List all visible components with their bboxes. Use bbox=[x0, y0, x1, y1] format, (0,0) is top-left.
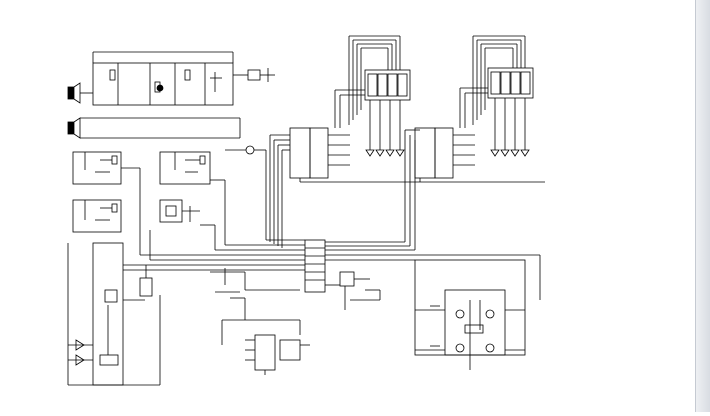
seven-seg-left bbox=[334, 35, 420, 157]
power-supply bbox=[67, 242, 161, 386]
microcontroller bbox=[304, 239, 326, 293]
switch-block-1 bbox=[72, 151, 140, 185]
speaker-1 bbox=[67, 82, 93, 104]
bridge-driver bbox=[325, 254, 541, 370]
decoder-left bbox=[289, 127, 420, 183]
seven-seg-right bbox=[459, 35, 534, 157]
speaker-2 bbox=[67, 117, 241, 139]
crystal-block bbox=[159, 199, 200, 223]
viewer-side-bar bbox=[695, 0, 710, 412]
switch-block-3 bbox=[72, 199, 122, 233]
switch-block-2 bbox=[159, 151, 211, 185]
sensor-interface bbox=[210, 268, 381, 375]
decoder-right bbox=[414, 127, 545, 183]
bus-left bbox=[269, 134, 290, 248]
amplifier-stage bbox=[92, 51, 275, 106]
